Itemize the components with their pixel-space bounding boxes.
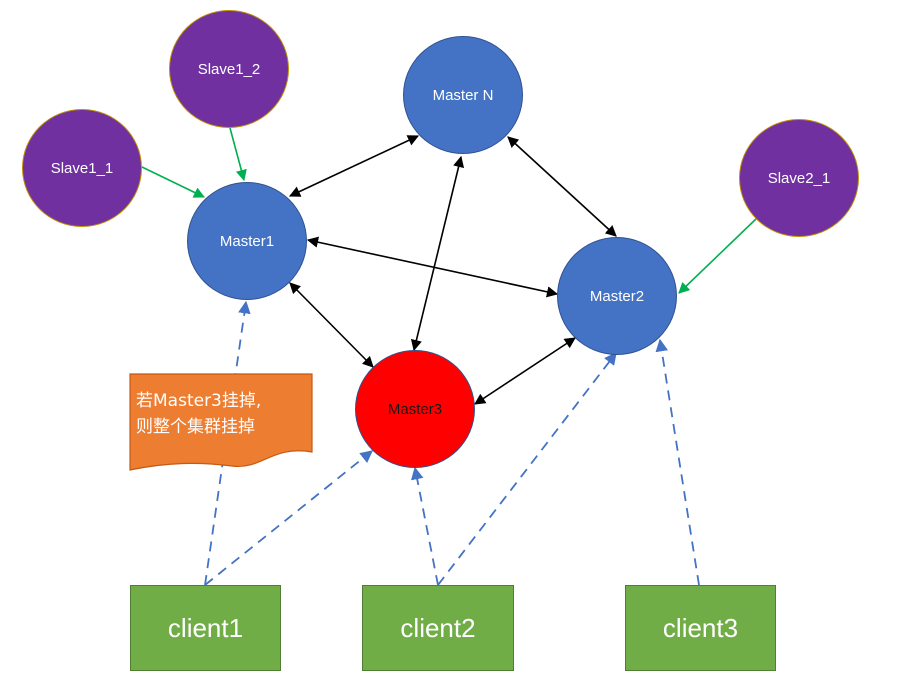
link-master1-master2 <box>306 236 559 298</box>
client1-label: client1 <box>167 612 244 643</box>
link-mastern-master3 <box>410 155 465 352</box>
slave1-2-node[interactable]: Slave1_2 <box>169 10 289 128</box>
client3-node[interactable]: client3 <box>625 585 776 671</box>
master-n-label: Master N <box>432 86 494 104</box>
link-slave2-1-master2 <box>678 217 758 294</box>
link-client2-master3 <box>411 466 439 586</box>
link-master1-master3 <box>289 282 374 368</box>
link-slave1-1-master1 <box>141 166 206 198</box>
client2-node[interactable]: client2 <box>362 585 514 671</box>
note-shape <box>129 373 313 471</box>
master2-node[interactable]: Master2 <box>557 237 677 355</box>
master2-label: Master2 <box>589 287 645 305</box>
master1-label: Master1 <box>219 232 275 250</box>
link-master1-mastern <box>288 135 420 197</box>
slave1-2-label: Slave1_2 <box>197 60 261 78</box>
master1-node[interactable]: Master1 <box>187 182 307 300</box>
master3-label: Master3 <box>387 400 443 418</box>
link-slave1-2-master1 <box>229 127 247 182</box>
replication-links <box>141 127 758 294</box>
link-master3-master2 <box>474 337 576 405</box>
master-n-node[interactable]: Master N <box>403 36 523 154</box>
link-client1-master3 <box>204 450 373 586</box>
client1-node[interactable]: client1 <box>130 585 281 671</box>
client2-label: client2 <box>400 612 476 643</box>
slave2-1-label: Slave2_1 <box>767 169 831 187</box>
note-text: 若Master3挂掉, 则整个集群挂掉 <box>136 388 312 440</box>
slave2-1-node[interactable]: Slave2_1 <box>739 119 859 237</box>
note-line2: 则整个集群挂掉 <box>136 417 255 437</box>
link-client3-master2 <box>655 338 700 586</box>
cluster-links <box>288 135 617 405</box>
client3-label: client3 <box>662 612 739 643</box>
note-line1: 若Master3挂掉, <box>136 391 262 411</box>
slave1-1-label: Slave1_1 <box>50 159 114 177</box>
slave1-1-node[interactable]: Slave1_1 <box>22 109 142 227</box>
master3-node[interactable]: Master3 <box>355 350 475 468</box>
link-client2-master2 <box>437 352 617 586</box>
link-mastern-master2 <box>507 136 617 237</box>
